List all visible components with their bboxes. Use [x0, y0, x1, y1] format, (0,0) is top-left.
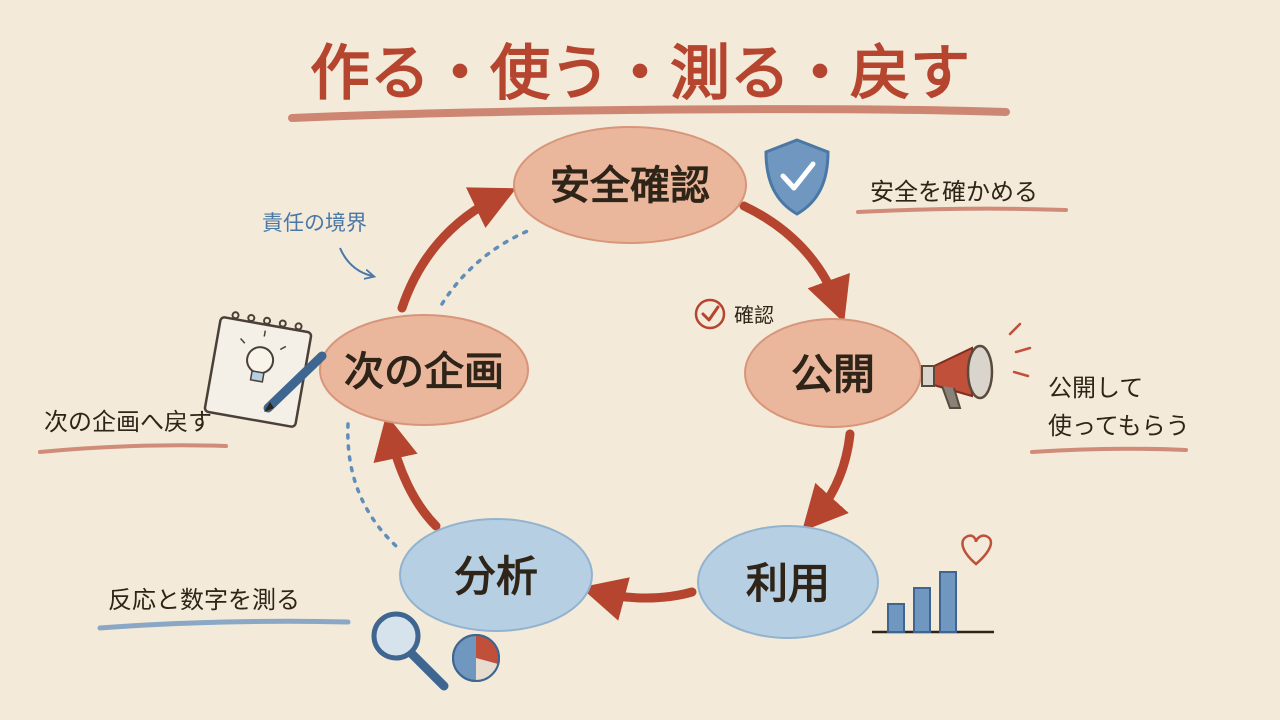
note-next-underline: [38, 443, 228, 454]
node-publish-label: 公開: [791, 350, 875, 399]
node-safety: 安全確認: [513, 126, 747, 244]
note-boundary: 責任の境界: [262, 211, 367, 235]
arrow-use-to-analyze: [580, 577, 697, 621]
arrow-publish-to-use: [801, 429, 855, 532]
node-safety-label: 安全確認: [550, 163, 710, 209]
title-underline: [288, 105, 1010, 122]
node-next-label: 次の企画: [344, 349, 504, 395]
node-use-label: 利用: [746, 559, 830, 608]
node-publish: 公開: [744, 318, 922, 428]
pie-chart-icon: [452, 634, 500, 682]
note-analyze-underline: [97, 618, 351, 631]
arrow-analyze-to-next: [373, 414, 441, 531]
note-safety: 安全を確かめる: [870, 178, 1038, 206]
arrow-safety-to-publish: [739, 201, 850, 323]
note-check: 確認: [734, 303, 774, 327]
note-publish-underline: [1030, 446, 1188, 454]
note-analyze: 反応と数字を測る: [108, 586, 300, 614]
boundary-dotted-upper: [440, 228, 532, 306]
note-safety-underline: [856, 206, 1068, 214]
arrow-next-to-safety: [397, 187, 517, 313]
note-publish-line2: 使ってもらう: [1048, 412, 1190, 440]
boundary-dotted-lower: [346, 422, 398, 548]
node-analyze: 分析: [399, 518, 593, 632]
node-analyze-label: 分析: [454, 552, 538, 601]
page-title: 作る・使う・測る・戻す: [310, 39, 970, 109]
node-use: 利用: [697, 525, 879, 639]
magnifier-icon: [371, 611, 449, 691]
bar-chart-heart-icon: [872, 534, 994, 634]
note-publish-line1: 公開して: [1048, 374, 1143, 402]
node-next: 次の企画: [319, 314, 529, 426]
megaphone-icon: [921, 322, 1032, 409]
notepad-lightbulb-icon: [203, 311, 327, 428]
check-circle-icon: [694, 298, 726, 330]
boundary-pointer-arrow: [339, 247, 372, 276]
shield-check-icon: [764, 138, 830, 216]
note-next: 次の企画へ戻す: [44, 408, 212, 436]
